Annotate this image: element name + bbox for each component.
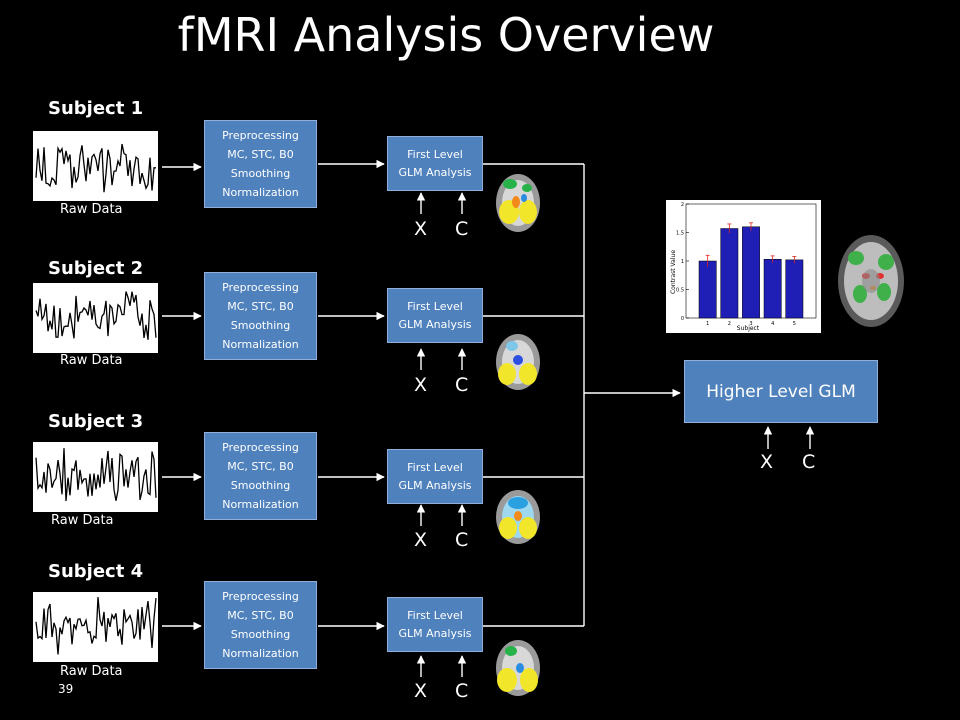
subject-3-label: Subject 3 (48, 411, 144, 432)
preprocessing-box-2: Preprocessing MC, STC, B0 Smoothing Norm… (204, 272, 317, 360)
contrast-bar-chart: Contrast Value Subject 0 0.5 1 1.5 2 1 2 3 4 5 (666, 200, 821, 333)
first-level-subtitle: GLM Analysis (398, 165, 472, 179)
higher-level-glm-box: Higher Level GLM (684, 360, 878, 423)
raw-data-plot-2 (33, 283, 158, 353)
design-matrix-x-3: X (414, 529, 428, 551)
first-level-box-4: First Level GLM Analysis (387, 597, 483, 652)
chart-bar (720, 228, 739, 319)
preprocessing-title: Preprocessing (222, 590, 299, 603)
preprocessing-normalization: Normalization (222, 338, 299, 351)
brain-activation-map-2 (496, 334, 540, 390)
first-level-title: First Level (407, 460, 463, 474)
contrast-c-1: C (455, 218, 469, 240)
raw-data-plot-3 (33, 442, 158, 512)
contrast-c-higher: C (802, 451, 816, 473)
preprocessing-box-4: Preprocessing MC, STC, B0 Smoothing Norm… (204, 581, 317, 669)
preprocessing-normalization: Normalization (222, 498, 299, 511)
page-title: fMRI Analysis Overview (177, 8, 715, 62)
raw-data-label-4: Raw Data (60, 664, 123, 679)
chart-xtick-label: 5 (793, 321, 796, 327)
preprocessing-box-3: Preprocessing MC, STC, B0 Smoothing Norm… (204, 432, 317, 520)
preprocessing-steps: MC, STC, B0 (227, 300, 294, 313)
contrast-c-2: C (455, 374, 469, 396)
first-level-box-2: First Level GLM Analysis (387, 288, 483, 343)
brain-activation-map-1 (496, 174, 540, 232)
chart-ytick-label: 0.5 (676, 288, 684, 294)
preprocessing-title: Preprocessing (222, 281, 299, 294)
contrast-c-3: C (455, 529, 469, 551)
first-level-subtitle: GLM Analysis (398, 626, 472, 640)
subject-2-label: Subject 2 (48, 258, 144, 279)
chart-ytick-label: 1 (681, 259, 684, 265)
page-number: 39 (58, 682, 74, 696)
raw-data-label-2: Raw Data (60, 353, 123, 368)
design-matrix-x-2: X (414, 374, 428, 396)
chart-ylabel: Contrast Value (670, 250, 677, 294)
chart-ytick-label: 0 (681, 316, 684, 322)
first-level-subtitle: GLM Analysis (398, 478, 472, 492)
preprocessing-smoothing: Smoothing (230, 628, 291, 641)
first-level-subtitle: GLM Analysis (398, 317, 472, 331)
subject-1-label: Subject 1 (48, 98, 144, 119)
raw-data-label-1: Raw Data (60, 202, 123, 217)
design-matrix-x-1: X (414, 218, 428, 240)
preprocessing-smoothing: Smoothing (230, 167, 291, 180)
design-matrix-x-higher: X (760, 451, 774, 473)
preprocessing-steps: MC, STC, B0 (227, 148, 294, 161)
preprocessing-normalization: Normalization (222, 186, 299, 199)
raw-data-label-3: Raw Data (51, 513, 114, 528)
chart-bar (742, 226, 760, 319)
chart-xtick-label: 2 (728, 321, 731, 327)
preprocessing-smoothing: Smoothing (230, 479, 291, 492)
group-brain-map (838, 235, 904, 327)
raw-data-plot-1 (33, 131, 158, 201)
chart-xtick-label: 3 (749, 321, 752, 327)
brain-activation-map-3 (496, 490, 540, 544)
first-level-box-3: First Level GLM Analysis (387, 449, 483, 504)
preprocessing-smoothing: Smoothing (230, 319, 291, 332)
preprocessing-normalization: Normalization (222, 647, 299, 660)
raw-data-plot-4 (33, 592, 158, 662)
first-level-title: First Level (407, 608, 463, 622)
chart-ytick-label: 2 (681, 202, 684, 208)
chart-bar (763, 259, 782, 319)
chart-bar (698, 260, 717, 319)
design-matrix-x-4: X (414, 680, 428, 702)
chart-bar (785, 259, 804, 319)
preprocessing-steps: MC, STC, B0 (227, 609, 294, 622)
contrast-c-4: C (455, 680, 469, 702)
subject-4-label: Subject 4 (48, 561, 144, 582)
preprocessing-title: Preprocessing (222, 129, 299, 142)
preprocessing-steps: MC, STC, B0 (227, 460, 294, 473)
first-level-box-1: First Level GLM Analysis (387, 136, 483, 191)
chart-xtick-label: 1 (706, 321, 709, 327)
preprocessing-box-1: Preprocessing MC, STC, B0 Smoothing Norm… (204, 120, 317, 208)
brain-activation-map-4 (496, 640, 540, 696)
first-level-title: First Level (407, 147, 463, 161)
chart-xtick-label: 4 (771, 321, 774, 327)
chart-ytick-label: 1.5 (676, 231, 684, 237)
first-level-title: First Level (407, 299, 463, 313)
chart-xlabel: Subject (737, 325, 760, 332)
preprocessing-title: Preprocessing (222, 441, 299, 454)
